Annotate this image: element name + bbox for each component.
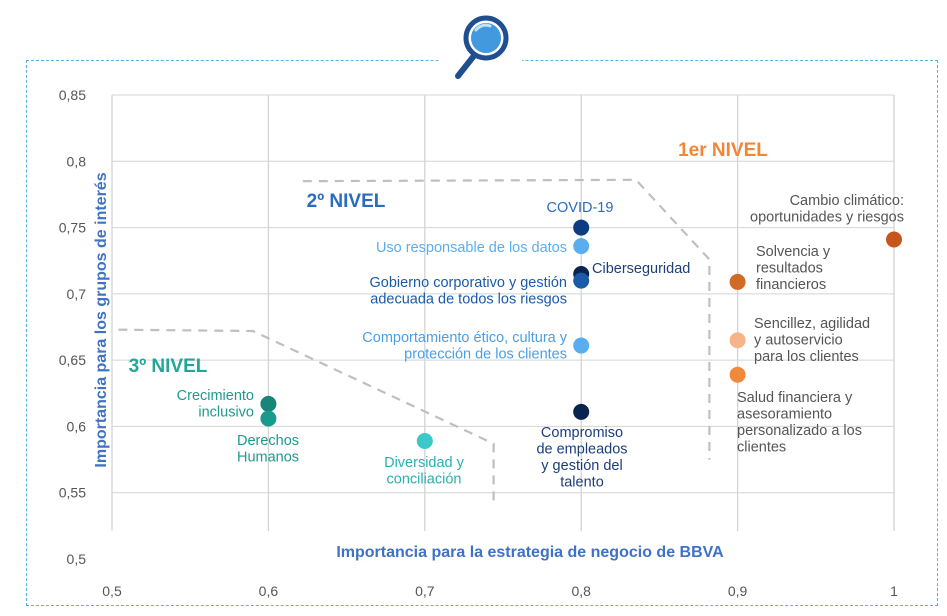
y-tick-label: 0,7	[67, 286, 87, 302]
y-tick-label: 0,5	[67, 551, 87, 567]
data-point	[573, 403, 590, 420]
y-axis-title: Importancia para los grupos de interés	[93, 172, 110, 467]
level-1-label: 1er NIVEL	[678, 140, 768, 161]
x-tick-label: 0,7	[415, 583, 435, 599]
y-tick-label: 0,6	[67, 418, 87, 434]
data-point	[886, 231, 902, 248]
divider-level-3	[118, 328, 495, 504]
data-point	[573, 272, 590, 289]
x-tick-label: 1	[890, 583, 898, 599]
data-point	[573, 238, 590, 255]
y-tick-label: 0,8	[67, 153, 87, 169]
point-label: Cambio climático:oportunidades y riesgos	[750, 193, 904, 226]
data-point	[729, 366, 746, 383]
point-labels: Cambio climático:oportunidades y riesgos…	[177, 193, 904, 491]
y-tick-label: 0,85	[59, 87, 86, 103]
data-point	[260, 410, 277, 427]
point-label: Ciberseguridad	[592, 261, 690, 277]
x-tick-label: 0,9	[728, 583, 748, 599]
point-label: COVID-19	[547, 200, 614, 216]
magnifier-icon	[455, 15, 509, 79]
x-tick-label: 0,5	[102, 583, 122, 599]
x-tick-label: 0,8	[571, 583, 591, 599]
divider-level-2	[302, 178, 711, 460]
level-3-label: 3º NIVEL	[129, 356, 208, 377]
axis-ticks: 0,5 0,6 0,7 0,8 0,9 1 0,5 0,55 0,6 0,65 0,7 0,75 0,8…	[59, 87, 898, 599]
y-tick-label: 0,75	[59, 220, 86, 236]
y-tick-label: 0,65	[59, 352, 86, 368]
level-2-label: 2º NIVEL	[307, 191, 386, 212]
data-point	[260, 395, 277, 412]
data-point	[573, 219, 590, 236]
y-tick-label: 0,55	[59, 485, 86, 501]
data-points	[260, 219, 902, 450]
x-tick-label: 0,6	[259, 583, 279, 599]
x-axis-title: Importancia para la estrategia de negoci…	[336, 544, 724, 561]
data-point	[729, 332, 746, 349]
level-dividers	[118, 178, 711, 504]
data-point	[573, 337, 590, 354]
point-label: Uso responsable de los datos	[376, 240, 567, 256]
data-point	[729, 273, 746, 290]
data-point	[416, 433, 433, 450]
grid	[111, 94, 895, 531]
